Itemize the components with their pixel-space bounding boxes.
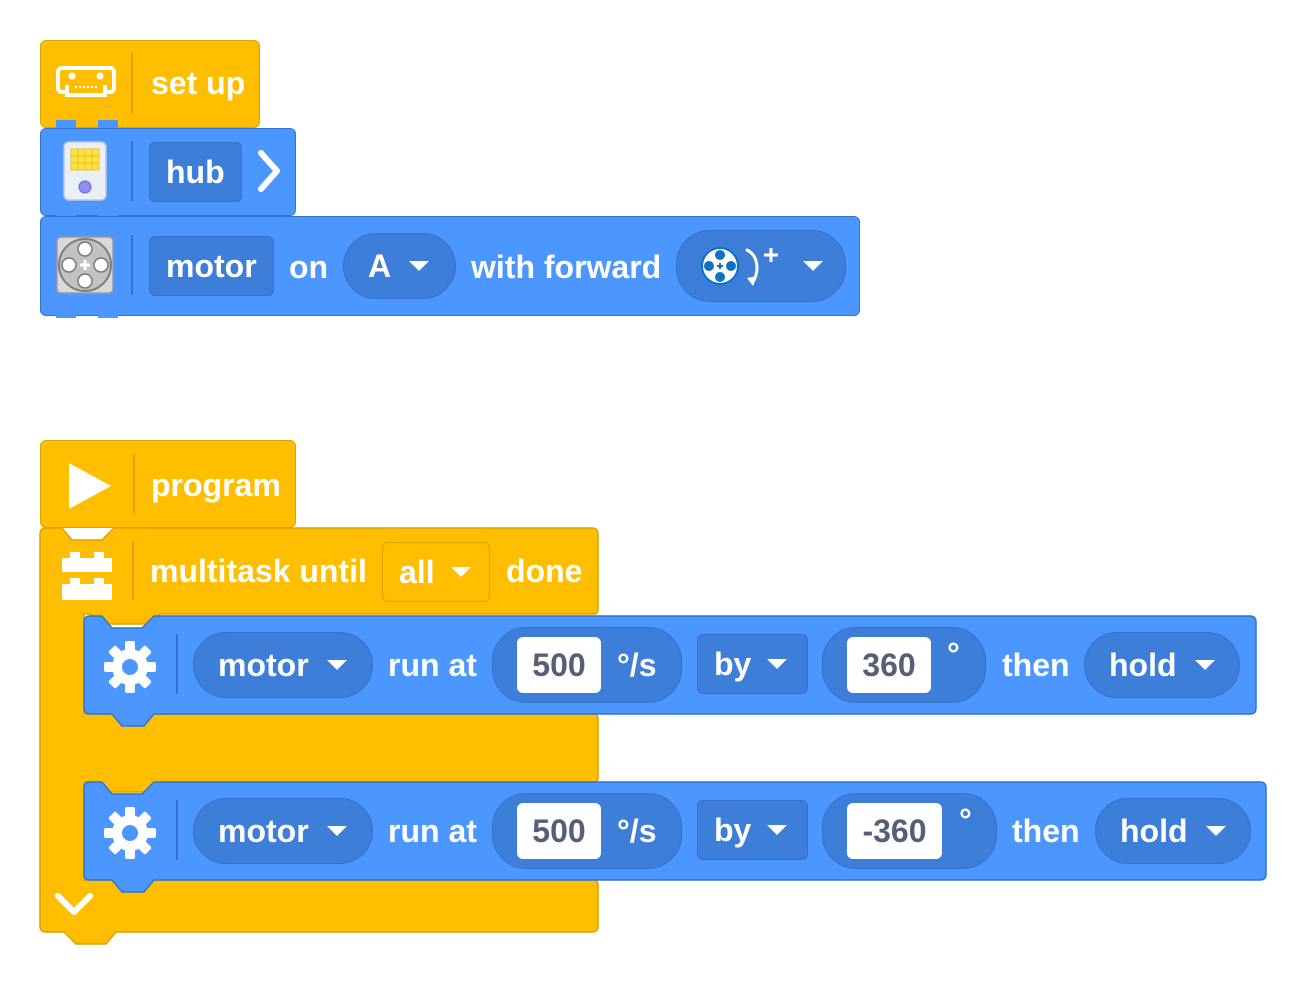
motor-setup-block[interactable]: motor on A with forward <box>40 216 860 316</box>
chevron-down-icon <box>450 567 471 577</box>
hub-type-label: hub <box>166 153 225 190</box>
chevron-right-icon[interactable] <box>255 147 283 195</box>
speed-field: 500 °/s <box>492 793 682 869</box>
motor-icon <box>56 236 114 294</box>
play-icon <box>69 463 111 509</box>
block-separator <box>131 235 133 295</box>
chevron-down-icon <box>1205 826 1226 836</box>
block-separator <box>176 800 178 860</box>
hub-type-field[interactable]: hub <box>149 142 242 202</box>
then-label: then <box>1012 813 1080 849</box>
chevron-down-icon <box>409 261 430 271</box>
hub-icon <box>63 141 107 201</box>
hat-separator <box>131 53 133 113</box>
program-hat-block[interactable]: program <box>40 440 296 528</box>
end-action-dropdown[interactable]: hold <box>1084 632 1240 698</box>
end-action-dropdown[interactable]: hold <box>1095 798 1251 864</box>
gear-icon <box>104 641 156 693</box>
multitask-icon <box>62 552 112 600</box>
block-connector <box>56 310 76 318</box>
amount-field: 360 ° <box>822 627 986 703</box>
block-connector <box>56 120 76 128</box>
chevron-down-icon <box>767 659 788 669</box>
device-value: motor <box>218 646 309 683</box>
multitask-mode-dropdown[interactable]: all <box>382 542 490 602</box>
amount-unit: ° <box>947 636 960 672</box>
device-dropdown[interactable]: motor <box>193 798 373 864</box>
speed-field: 500 °/s <box>492 627 682 703</box>
end-action-value: hold <box>1120 812 1188 849</box>
speed-unit: °/s <box>617 646 657 683</box>
multitask-mode-value: all <box>399 553 435 590</box>
block-separator <box>132 542 134 600</box>
motor-type-field[interactable]: motor <box>149 236 274 296</box>
end-action-value: hold <box>1109 646 1177 683</box>
setup-hat-label: set up <box>151 65 246 101</box>
chevron-down-icon <box>1194 660 1215 670</box>
collapse-chevron-icon[interactable] <box>54 890 94 920</box>
gear-icon <box>104 807 156 859</box>
by-mode-dropdown[interactable]: by <box>697 634 808 694</box>
by-mode-value: by <box>714 645 752 682</box>
then-label: then <box>1002 647 1070 683</box>
run-at-label: run at <box>388 647 477 683</box>
port-value: A <box>368 247 392 284</box>
amount-unit: ° <box>959 802 972 838</box>
program-hat-label: program <box>151 467 281 503</box>
device-value: motor <box>218 812 309 849</box>
port-dropdown[interactable]: A <box>343 233 456 299</box>
clockwise-plus-icon <box>701 247 778 286</box>
speed-input[interactable]: 500 <box>517 803 601 859</box>
hub-block[interactable]: hub <box>40 128 296 216</box>
block-separator <box>131 141 133 201</box>
setup-hat-block[interactable]: set up <box>40 40 260 128</box>
block-connector <box>56 208 76 216</box>
chevron-down-icon <box>803 261 823 271</box>
direction-label: with forward <box>471 249 662 285</box>
block-separator <box>176 634 178 694</box>
amount-field: -360 ° <box>822 793 997 869</box>
amount-input[interactable]: 360 <box>847 637 931 693</box>
run-at-label: run at <box>388 813 477 849</box>
block-connector <box>98 208 118 216</box>
hat-separator <box>133 455 135 513</box>
hub-setup-icon <box>56 66 116 97</box>
device-dropdown[interactable]: motor <box>193 632 373 698</box>
block-connector <box>98 310 118 318</box>
speed-unit: °/s <box>617 812 657 849</box>
done-label: done <box>506 553 583 589</box>
chevron-down-icon <box>326 660 347 670</box>
multitask-label: multitask until <box>150 553 367 589</box>
speed-input[interactable]: 500 <box>517 637 601 693</box>
by-mode-value: by <box>714 811 752 848</box>
direction-dropdown[interactable] <box>676 230 846 302</box>
motor-type-label: motor <box>166 247 257 284</box>
on-label: on <box>289 249 329 285</box>
chevron-down-icon <box>326 826 347 836</box>
amount-input[interactable]: -360 <box>847 803 942 859</box>
by-mode-dropdown[interactable]: by <box>697 800 808 860</box>
block-connector <box>98 120 118 128</box>
chevron-down-icon <box>767 825 788 835</box>
